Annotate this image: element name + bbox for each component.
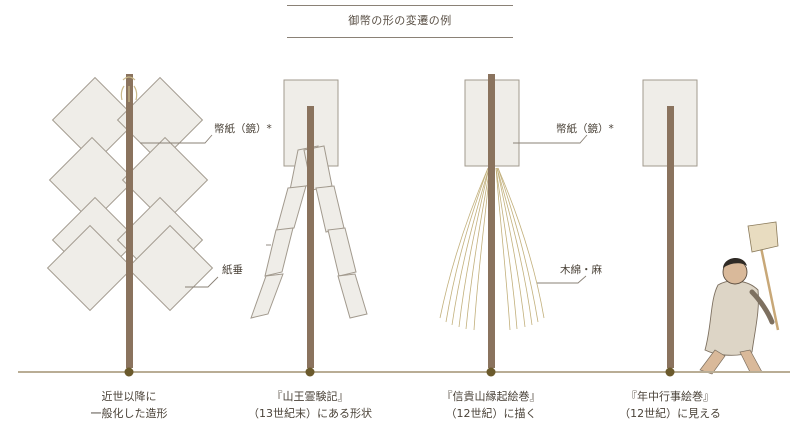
leader-yuu [537,275,587,284]
wooden-pole [488,74,495,368]
shide-strip [337,273,368,319]
caption-nenchu: 『年中行事絵巻』 （12世紀）に見える [590,388,750,422]
paper-diamond [116,76,204,164]
paper-diamond [48,136,136,224]
leader-heishi-left [140,134,213,144]
gohei-modern [46,74,214,368]
gohei-nenchu [642,79,698,368]
timeline-dot [124,367,134,377]
paper-diamond [121,136,209,224]
title-bottom-rule [287,37,513,38]
shide-strip [264,227,294,277]
carried-paper [747,221,779,253]
timeline-dot [486,367,496,377]
caption-line: 『年中行事絵巻』 [626,390,714,403]
caption-line: 『山王霊験記』 [271,390,349,403]
yuu-fibers [439,167,545,331]
title-top-rule [287,5,513,6]
label-shide: 紙垂 [222,264,243,276]
caption-line: 『信貴山縁起絵巻』 [441,390,541,403]
paper-diamond [51,76,139,164]
diagram-title: 御幣の形の変遷の例 [348,14,452,27]
wooden-pole [307,106,314,368]
priest-hair [723,257,747,268]
shide-strip [315,185,345,233]
priest-leg [739,349,763,373]
label-yuu-asa: 木綿・麻 [560,264,602,276]
paper-diamond [126,224,214,312]
priest-robe [704,280,759,356]
timeline-dot [305,367,315,377]
timeline-dot [665,367,675,377]
caption-shigisan: 『信貴山縁起絵巻』 （12世紀）に描く [411,388,571,422]
caption-line: 一般化した造形 [90,407,168,420]
caption-line: （12世紀）に見える [619,407,721,420]
caption-line: （13世紀末）にある形状 [248,407,372,420]
caption-line: （12世紀）に描く [445,407,537,420]
priest-arm [749,289,775,325]
label-heishi-right: 幣紙（鏡）* [556,123,614,135]
caption-line: 近世以降に [101,390,157,403]
caption-modern: 近世以降に 一般化した造形 [49,388,209,422]
leader-shide [185,276,219,288]
leader-heishi-right [513,134,588,144]
gohei-sanno [250,79,368,368]
wooden-pole [667,106,674,368]
wooden-pole [126,74,133,368]
gohei-shigisan [439,74,545,368]
paper-diamond [46,224,134,312]
walking-priest-illustration [699,221,780,375]
leader-lines [140,134,588,288]
caption-sanno: 『山王霊験記』 （13世紀末）にある形状 [230,388,390,422]
priest-leg [699,349,726,375]
shide-strip [275,185,307,233]
shide-strip [327,227,357,277]
shide-strip [250,273,284,319]
binding-cord [120,76,138,102]
label-heishi-left: 幣紙（鏡）* [214,123,272,135]
